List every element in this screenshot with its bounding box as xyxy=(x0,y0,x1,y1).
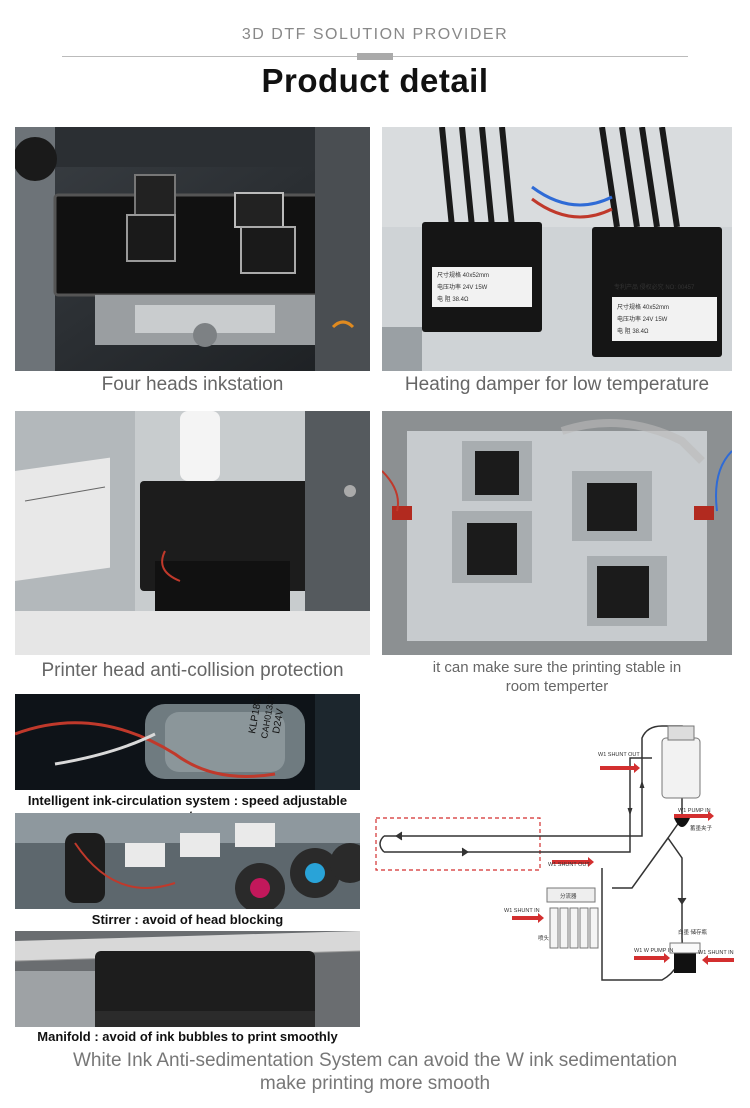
caption-stirrer: Stirrer : avoid of head blocking xyxy=(91,912,284,927)
footer-line-1: White Ink Anti-sedimentation System can … xyxy=(72,1050,678,1071)
white-ink-circulation-diagram: W1 SHUNT OUT W1 PUMP IN 蓄墨夹子 W1 SHUNT OU… xyxy=(372,718,742,998)
label-shunt-out-mid: W1 SHUNT OUT xyxy=(548,862,590,868)
photo-ink-pump: KLP180-F1 CAH01337 D24V xyxy=(15,694,360,790)
label-pump-in-top: W1 PUMP IN xyxy=(678,808,711,814)
damper-label-b-power: 电压功率 24V 15W xyxy=(617,315,668,323)
caption-heating-damper: Heating damper for low temperature xyxy=(404,374,710,395)
caption-anti-collision: Printer head anti-collision protection xyxy=(41,660,344,681)
photo-heating-damper: 尺寸规格 40x52mm 电压功率 24V 15W 电 阻 38.4Ω 专利产品… xyxy=(382,127,732,371)
photo-heating-platform xyxy=(382,411,732,655)
caption-stable-line1: it can make sure the printing stable in xyxy=(432,659,682,676)
photo-inkstation xyxy=(15,127,370,371)
label-divider: 分流器 xyxy=(560,892,577,900)
page-title: Product detail xyxy=(261,62,489,99)
caption-manifold: Manifold : avoid of ink bubbles to print… xyxy=(37,1029,338,1044)
caption-stable-line2: room temperter xyxy=(505,678,609,695)
label-shunt-in-left: W1 SHUNT IN xyxy=(504,908,540,914)
label-bottle: 白墨 储存瓶 xyxy=(678,928,708,936)
label-clip: 蓄墨夹子 xyxy=(690,824,713,832)
photo-manifold xyxy=(15,931,360,1027)
caption-inkstation: Four heads inkstation xyxy=(101,374,284,395)
photo-anti-collision xyxy=(15,411,370,655)
brand-tagline: 3D DTF SOLUTION PROVIDER xyxy=(241,26,509,43)
damper-label-b-patent: 专利产品 侵权必究 NO: 00457 xyxy=(614,283,695,291)
label-pump-in-bottom: W1 W PUMP IN xyxy=(634,948,673,954)
pump-label-voltage: D24V xyxy=(271,708,286,735)
header-divider-mark xyxy=(357,53,393,60)
label-head: 喷头 xyxy=(538,934,550,942)
label-shunt-in-right: W1 SHUNT IN xyxy=(698,950,734,956)
damper-label-b-resistance: 电 阻 38.4Ω xyxy=(617,327,649,335)
damper-label-a-spec: 尺寸规格 40x52mm xyxy=(437,271,489,279)
damper-label-a-power: 电压功率 24V 15W xyxy=(437,283,488,291)
damper-label-a-resistance: 电 阻 38.4Ω xyxy=(437,295,469,303)
damper-label-b-spec: 尺寸规格 40x52mm xyxy=(617,303,669,311)
footer-line-2: make printing more smooth xyxy=(259,1073,491,1094)
footer-summary: White Ink Anti-sedimentation System can … xyxy=(0,1049,750,1095)
photo-stirrer xyxy=(15,813,360,909)
label-shunt-out-top: W1 SHUNT OUT xyxy=(598,752,640,758)
